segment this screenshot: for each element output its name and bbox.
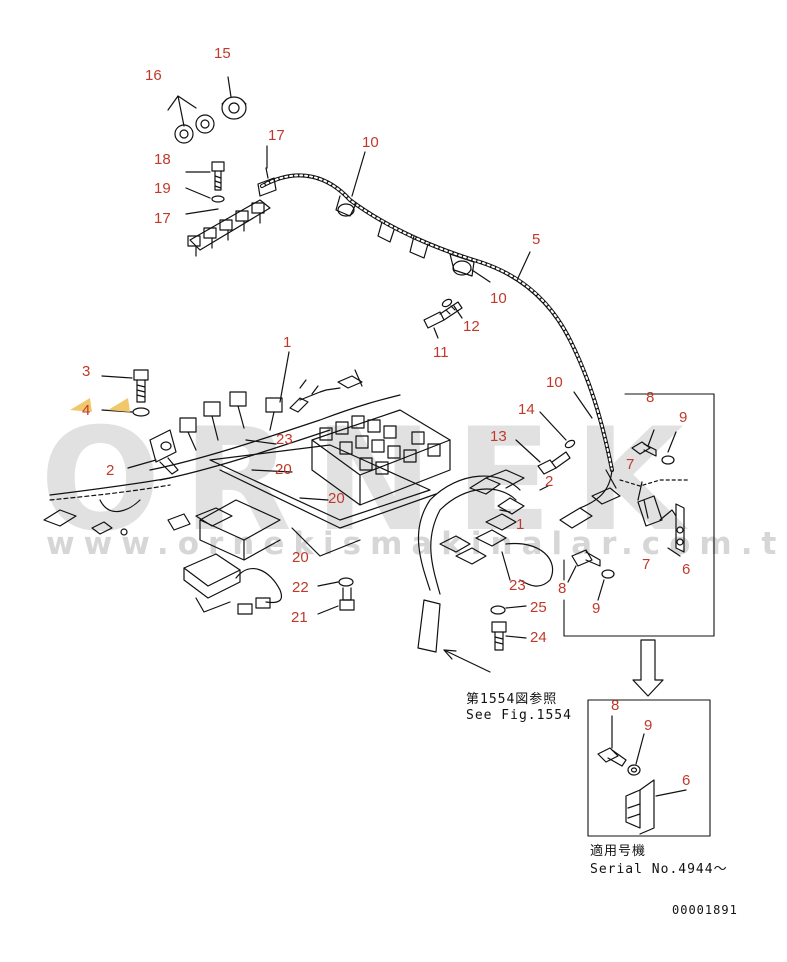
callout-1: 1	[516, 516, 525, 533]
leaders-1b-23b-2b	[499, 485, 549, 581]
serial-label-ja: 適用号機	[590, 844, 647, 859]
harness-5-connectors	[335, 195, 475, 277]
serial-label-en: Serial No.4944～	[590, 862, 728, 877]
leader-2a	[127, 459, 157, 469]
washer-4	[132, 407, 150, 417]
leaders-10-5	[351, 151, 531, 283]
clamp-2	[149, 429, 179, 475]
callout-23: 23	[276, 431, 293, 448]
callout-9: 9	[679, 409, 688, 426]
callout-18: 18	[154, 151, 171, 168]
callout-19: 19	[154, 180, 171, 197]
leaders-24-25	[505, 605, 527, 639]
leaders-13-14-10c	[515, 391, 593, 463]
callout-1: 1	[283, 334, 292, 351]
watermark-url: www.ornekismakinalar.com.tr	[46, 526, 787, 562]
bolt-21	[339, 587, 355, 611]
callout-16: 16	[145, 67, 162, 84]
leaders-21-22	[317, 581, 339, 615]
ref-arrow-line	[443, 649, 491, 673]
callout-25: 25	[530, 599, 547, 616]
callout-2: 2	[106, 462, 115, 479]
upper-left-connectors	[179, 379, 319, 451]
callout-9: 9	[592, 600, 601, 617]
callout-5: 5	[532, 231, 541, 248]
callout-8: 8	[646, 389, 655, 406]
detail-upper-parts	[619, 429, 691, 557]
callout-12: 12	[463, 318, 480, 335]
callout-24: 24	[530, 629, 547, 646]
serial-detail-parts	[597, 715, 687, 835]
callout-20: 20	[292, 549, 309, 566]
callout-11: 11	[433, 344, 449, 361]
watermark-logo: ORNEK	[40, 398, 706, 563]
top-connectors	[187, 199, 271, 257]
callout-10: 10	[490, 290, 507, 307]
callout-9: 9	[644, 717, 653, 734]
callout-23: 23	[509, 577, 526, 594]
washer-12	[441, 298, 453, 308]
washer-9-upper	[661, 455, 675, 465]
callout-14: 14	[518, 401, 535, 418]
leaders-23-20	[245, 439, 329, 501]
callout-7: 7	[642, 556, 651, 573]
callout-13: 13	[490, 428, 507, 445]
grommet-16	[174, 114, 215, 144]
leaders-18-19-17	[185, 171, 219, 215]
marker-arrows	[70, 398, 130, 412]
bolt-13	[537, 451, 571, 475]
down-arrow	[632, 639, 664, 697]
clamp-17	[257, 167, 277, 197]
serial-detail-box	[587, 699, 711, 837]
callout-15: 15	[214, 45, 231, 62]
relay-block	[311, 409, 451, 506]
bolt-3	[133, 369, 149, 403]
washer-14	[564, 439, 576, 449]
callout-17: 17	[154, 210, 171, 227]
bolt-24	[491, 621, 507, 651]
leaders-11-12	[433, 305, 463, 339]
bolt-18	[211, 161, 225, 191]
ref-arrowhead	[443, 649, 457, 660]
callout-8: 8	[611, 697, 620, 714]
callout-3: 3	[82, 363, 91, 380]
drawing-number: 00001891	[672, 903, 738, 917]
callout-10: 10	[362, 134, 379, 151]
bolt-11	[423, 301, 463, 329]
lower-left-parts	[43, 499, 283, 615]
detail-lower-bolt-8	[567, 549, 615, 601]
callout-8: 8	[558, 580, 567, 597]
washer-19	[211, 195, 225, 203]
callout-6: 6	[682, 772, 691, 789]
callout-21: 21	[291, 609, 308, 626]
callout-20: 20	[275, 461, 292, 478]
see-fig-ja: 第1554図参照	[466, 692, 558, 707]
washer-25	[490, 605, 506, 615]
callout-10: 10	[546, 374, 563, 391]
callout-4: 4	[82, 402, 91, 419]
leader-1a	[279, 351, 290, 403]
right-branch	[417, 469, 621, 653]
washer-22	[338, 577, 354, 587]
detail-box-upper	[563, 393, 715, 637]
leaders-15-16	[167, 76, 232, 127]
harness-5-tape	[261, 174, 613, 471]
callout-7: 7	[626, 456, 635, 473]
main-harness	[49, 369, 437, 529]
callout-6: 6	[682, 561, 691, 578]
see-fig-en: See Fig.1554	[466, 708, 572, 723]
callout-2: 2	[545, 473, 554, 490]
callout-22: 22	[292, 579, 309, 596]
callout-17: 17	[268, 127, 285, 144]
grommet-15	[221, 96, 247, 120]
leader-20c	[291, 527, 361, 557]
callout-20: 20	[328, 490, 345, 507]
